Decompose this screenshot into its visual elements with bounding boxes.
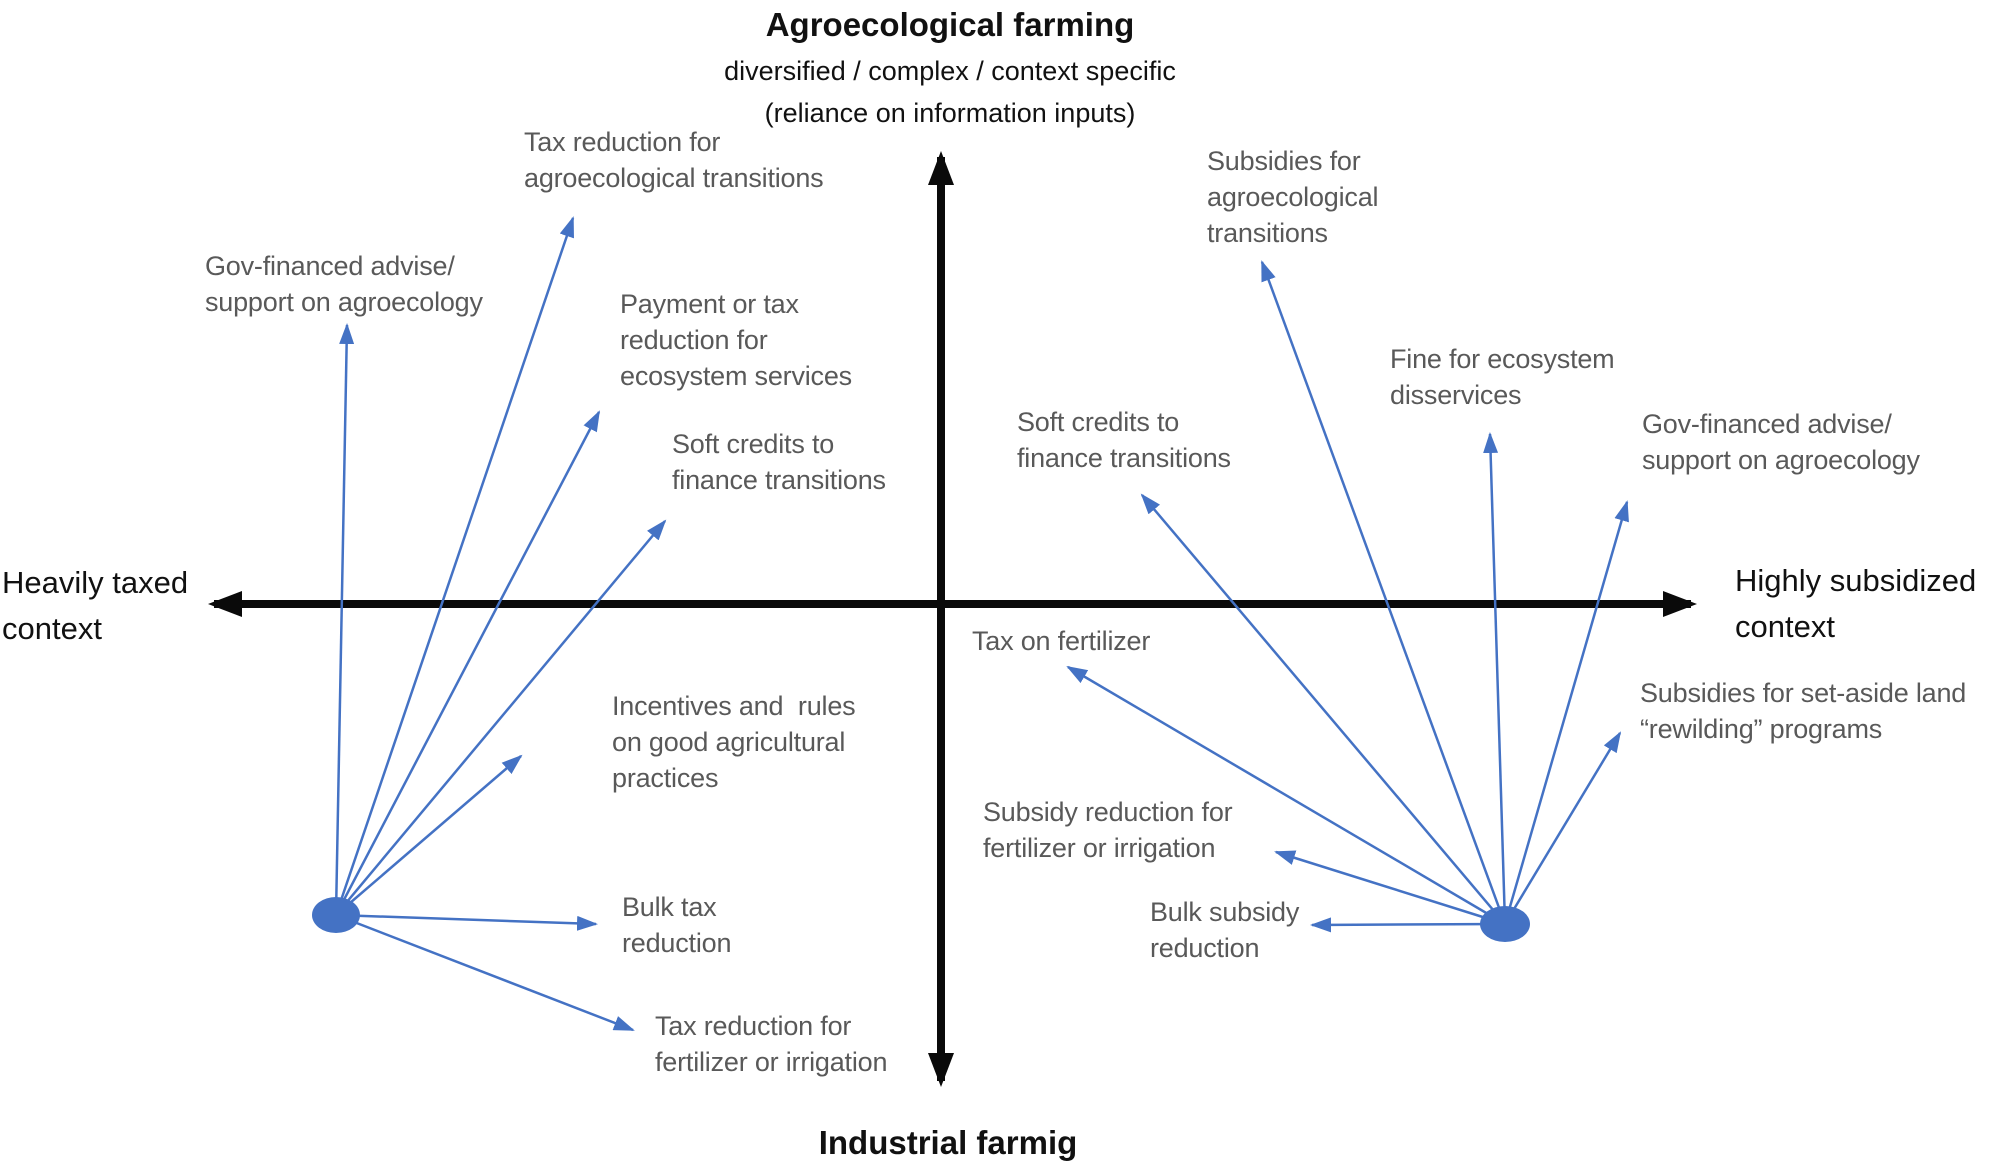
subsidized-context-node [1480,906,1530,942]
arrow-to-subsidy-reduction-right [1274,850,1506,926]
arrow-to-rewilding-right [1503,731,1622,925]
arrow-to-incentives-left [335,754,523,916]
arrow-to-gov-financed-right [1503,500,1629,925]
arrow-to-tax-reduction-agro-left [334,216,575,916]
taxed-context-node [312,897,360,933]
arrow-to-payment-ecosystem-left [334,410,601,916]
axes [208,151,1697,1087]
context-nodes [312,897,1530,942]
arrow-to-subsidies-agro-right [1260,260,1507,925]
arrow-to-bulk-tax-left [335,913,598,931]
arrow-to-tax-on-fertilizer-right [1066,665,1506,926]
policy-arrows [334,216,1629,1032]
arrow-to-fine-ecosystem-right [1483,432,1507,925]
arrow-to-soft-credits-left [335,519,667,916]
arrow-to-gov-financed-left [334,323,355,916]
arrow-to-bulk-subsidy-right [1310,917,1506,933]
arrow-to-soft-credits-right [1140,493,1506,925]
arrow-to-tax-reduction-fertilizer-left [335,913,635,1032]
